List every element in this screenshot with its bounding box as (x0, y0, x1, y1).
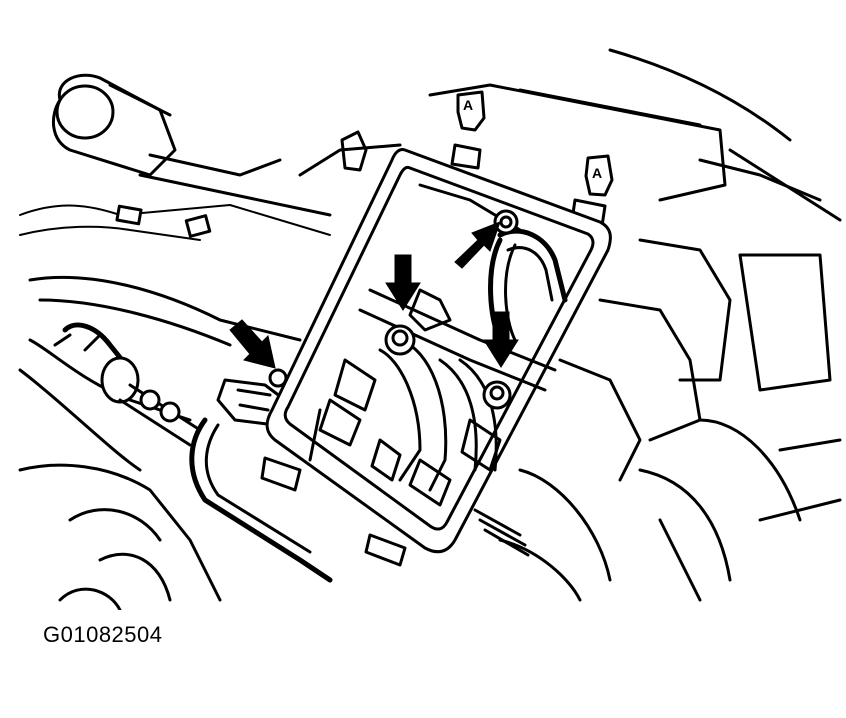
engine-compartment-illustration: A A (18, 48, 842, 610)
down-arrow-icon (483, 311, 519, 368)
diagonal-arrow-icon (454, 221, 501, 269)
figure-id-label: G01082504 (43, 622, 163, 647)
down-arrow-icon (385, 254, 421, 311)
diagonal-arrow-icon (229, 319, 276, 369)
module-box (260, 148, 612, 567)
clip-marker-right: A (592, 165, 602, 181)
background-components (18, 48, 842, 610)
clip-marker-left: A (463, 97, 473, 113)
